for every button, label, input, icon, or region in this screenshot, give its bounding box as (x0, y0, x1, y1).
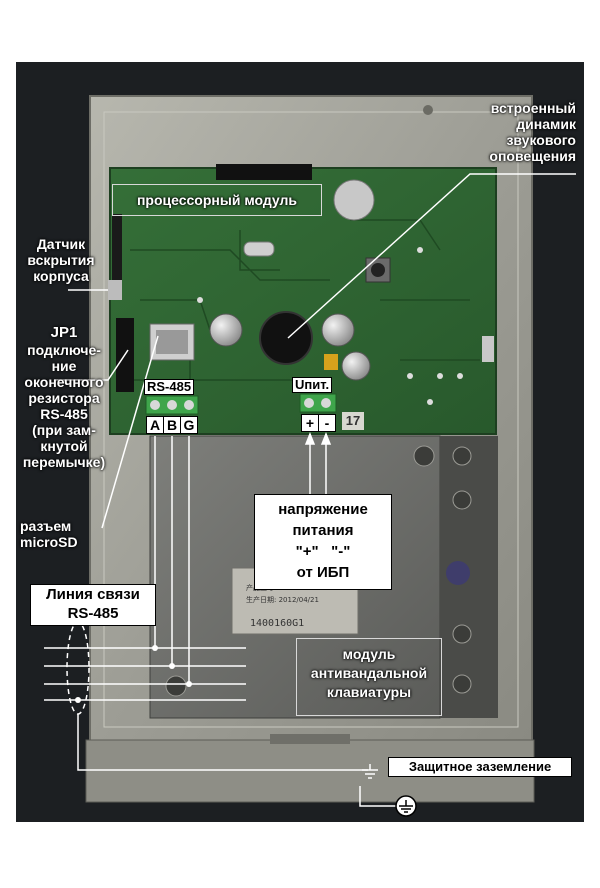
microsd-label-line: microSD (20, 534, 78, 550)
jp1-label-line: оконечного (24, 374, 104, 390)
supply-label-line: напряжение (278, 501, 368, 518)
speaker-label-line: оповещения (489, 148, 576, 164)
rs485-pin-g: G (180, 416, 198, 434)
jp1-label-line: кнутой (40, 438, 88, 454)
microsd-label-line: разъем (20, 518, 72, 534)
keypad-label-line: клавиатуры (326, 684, 412, 700)
comm-line-label: Линия связи RS-485 (30, 584, 156, 626)
tamper-label-line: Датчик (36, 236, 86, 252)
comm-line-label-line: RS-485 (67, 605, 119, 622)
comm-line-label-line: Линия связи (46, 586, 140, 603)
supply-label-line: от ИБП (296, 564, 350, 581)
processor-module-label: процессорный модуль (112, 184, 322, 216)
power-pin-plus: + (301, 414, 319, 432)
rs485-pin-b: B (163, 416, 181, 434)
jp1-label-line: подключе- (27, 342, 101, 358)
tamper-sensor-label: Датчик вскрытия корпуса (20, 236, 102, 284)
callout-lines (54, 173, 576, 529)
speaker-label-line: динамик (516, 116, 576, 132)
microsd-label: разъем microSD (20, 518, 102, 550)
speaker-label: встроенный динамик звукового оповещения (462, 100, 576, 164)
sticker-line-2: 生产日期: 2012/04/21 (246, 595, 319, 604)
supply-label-line: питания (292, 522, 354, 539)
power-pin-minus: - (318, 414, 336, 432)
speaker-component (259, 311, 313, 365)
tamper-label-line: вскрытия (27, 252, 95, 268)
rs485-pin-a: A (146, 416, 164, 434)
side-clip (482, 336, 494, 362)
tamper-label-line: корпуса (33, 268, 89, 284)
ground-label: Защитное заземление (388, 757, 572, 777)
jp1-label-line: JP1 (50, 324, 78, 341)
rs485-terminal-label: RS-485 (144, 379, 195, 395)
jp1-label-line: перемычке) (22, 454, 106, 470)
keypad-label-line: антивандальной (310, 665, 428, 681)
wire-junctions (75, 645, 192, 703)
sticker-line-3: 1400160G1 (250, 618, 304, 629)
jp1-label-line: резистора (28, 390, 100, 406)
ground-symbols (359, 764, 417, 817)
jp1-label-line: ние (51, 358, 77, 374)
supply-label-line: "+" "-" (295, 543, 351, 560)
power-wires (304, 431, 332, 494)
jp1-label-line: RS-485 (40, 406, 88, 422)
speaker-label-line: встроенный (490, 100, 576, 116)
speaker-label-line: звукового (506, 132, 576, 148)
board-number-tag: 17 (342, 412, 364, 430)
jp1-label: JP1 подключе- ние оконечного резистора R… (16, 324, 112, 470)
keypad-label-line: модуль (342, 646, 396, 662)
jp1-label-line: (при зам- (32, 422, 96, 438)
keypad-module-label: модуль антивандальной клавиатуры (296, 638, 442, 716)
power-terminal-label: Uпит. (292, 377, 333, 393)
supply-label: напряжение питания "+" "-" от ИБП (254, 494, 392, 590)
